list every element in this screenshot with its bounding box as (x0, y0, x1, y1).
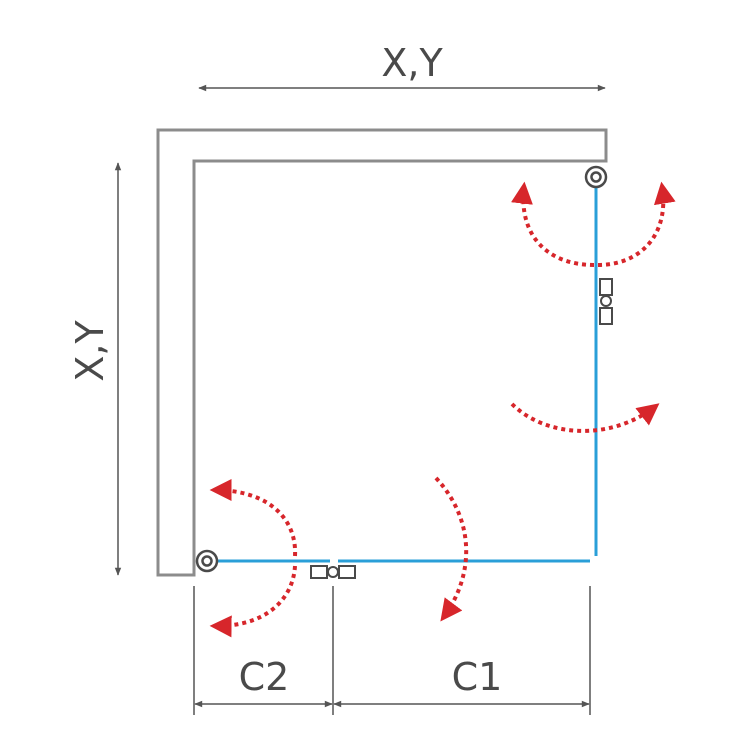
top-dimension-label: X,Y (381, 41, 443, 85)
swing-arrow-right-middle (510, 402, 660, 433)
handle-right-panel (599, 278, 613, 325)
c1-dimension-label: C1 (452, 655, 503, 699)
swing-arrow-top-left (511, 181, 595, 267)
handle-bottom-panel (310, 565, 356, 579)
wall-outline (156, 128, 608, 577)
left-dimension-label: X,Y (68, 320, 112, 382)
hinge-top-right (584, 165, 608, 189)
hinge-bottom-left (195, 549, 219, 573)
swing-arrow-bottom-left-up (209, 479, 298, 557)
c2-dimension-label: C2 (239, 655, 290, 699)
swing-arrow-bottom-middle (434, 476, 469, 622)
swing-arrow-top-right (597, 181, 676, 267)
swing-arrow-bottom-left-down (209, 565, 297, 638)
